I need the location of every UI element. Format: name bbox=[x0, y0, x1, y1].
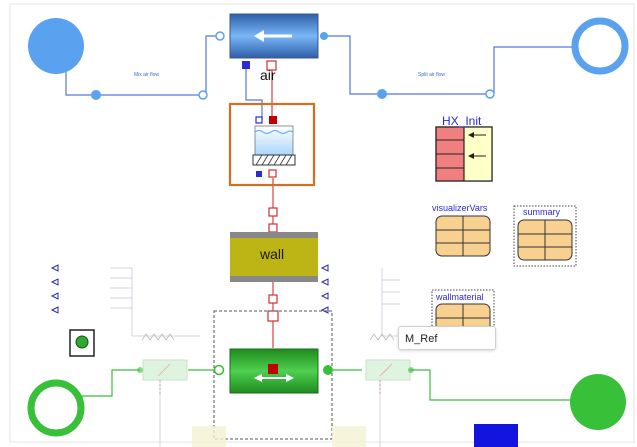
ground-markers bbox=[141, 333, 395, 341]
mix-node-1[interactable] bbox=[91, 90, 101, 100]
split-node-1[interactable] bbox=[377, 89, 387, 99]
right-faded-exchanger[interactable] bbox=[365, 359, 411, 395]
arrow-left-icon-head bbox=[254, 30, 264, 42]
left-faded-exchanger[interactable] bbox=[142, 359, 188, 395]
mix-node-2[interactable] bbox=[198, 90, 208, 100]
background-wires bbox=[110, 267, 400, 447]
summary-table-icon[interactable] bbox=[517, 219, 573, 261]
summary-label: summary bbox=[523, 207, 561, 217]
air-pipe-block[interactable] bbox=[229, 13, 319, 59]
pipe-in-node[interactable] bbox=[215, 31, 225, 41]
mix-source-circle[interactable] bbox=[28, 18, 84, 74]
bottom-tile-left bbox=[192, 426, 226, 447]
hx-init-label: HX_Init bbox=[442, 114, 482, 128]
thermal-connections bbox=[78, 369, 572, 401]
volume-selection-frame[interactable] bbox=[228, 102, 316, 187]
thermal-source-ring[interactable] bbox=[27, 379, 85, 437]
air-label: air bbox=[260, 67, 276, 83]
volume-port-a[interactable] bbox=[255, 116, 263, 124]
air-port-a[interactable] bbox=[242, 61, 250, 69]
visualizer-vars-label: visualizerVars bbox=[432, 203, 488, 213]
air-port-heat[interactable] bbox=[266, 60, 277, 71]
hx-init-table-icon[interactable] bbox=[435, 126, 493, 182]
right-exchanger-port[interactable] bbox=[408, 367, 414, 373]
left-exchanger-port[interactable] bbox=[137, 367, 143, 373]
signal-source-block[interactable] bbox=[69, 329, 95, 357]
wallmaterial-label: wallmaterial bbox=[436, 292, 484, 302]
wall-port-bottom-a[interactable] bbox=[268, 294, 278, 304]
fluid-connections bbox=[65, 35, 575, 120]
hx-port-right[interactable] bbox=[323, 365, 333, 375]
heat-transfer-block[interactable] bbox=[229, 348, 319, 394]
split-node-2[interactable] bbox=[485, 89, 495, 99]
mix-air-flow-label: Mix air flow bbox=[134, 72, 160, 78]
heat-port-icon bbox=[268, 364, 278, 374]
wall-port-top-b[interactable] bbox=[268, 223, 278, 233]
wall-block[interactable] bbox=[230, 232, 318, 282]
pipe-out-node[interactable] bbox=[320, 32, 328, 40]
volume-port-b[interactable] bbox=[256, 171, 262, 177]
wall-port-bottom-b[interactable] bbox=[267, 310, 279, 322]
bottom-blue-block[interactable] bbox=[474, 424, 518, 447]
visualizer-vars-table-icon[interactable] bbox=[435, 215, 491, 257]
heat-connections bbox=[271, 66, 274, 348]
hx-port-left[interactable] bbox=[213, 364, 225, 376]
tooltip-m-ref: M_Ref bbox=[398, 326, 496, 350]
split-air-flow-label: Split air flow bbox=[418, 72, 445, 78]
bottom-tile-right bbox=[332, 426, 366, 447]
hx-group-frame[interactable] bbox=[213, 310, 333, 440]
volume-port-heat[interactable] bbox=[269, 116, 277, 124]
volume-port-heat-out[interactable] bbox=[268, 169, 277, 178]
split-sink-ring[interactable] bbox=[571, 17, 629, 75]
canvas-border bbox=[9, 3, 635, 443]
water-tank-icon[interactable] bbox=[252, 125, 296, 166]
right-port-markers bbox=[320, 264, 329, 314]
thermal-sink-circle[interactable] bbox=[570, 374, 626, 430]
wall-port-top-a[interactable] bbox=[268, 207, 278, 217]
left-port-markers bbox=[50, 264, 59, 314]
double-arrow-icon bbox=[254, 374, 294, 382]
wall-label: wall bbox=[260, 246, 285, 262]
summary-frame[interactable] bbox=[513, 205, 577, 267]
